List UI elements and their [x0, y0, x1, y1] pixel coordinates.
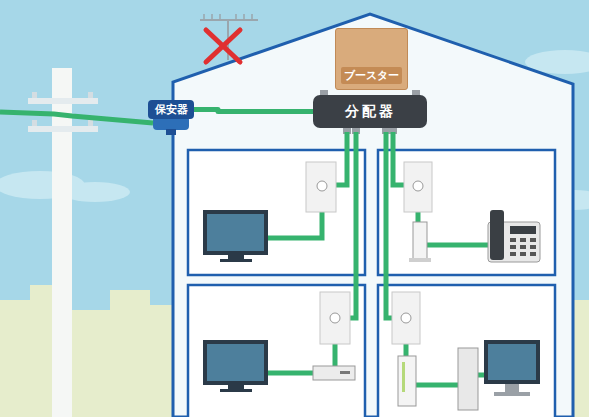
town-silhouette	[0, 285, 175, 417]
house-outline	[173, 14, 573, 417]
cable-line	[194, 110, 313, 112]
node-text: ブースター	[341, 67, 402, 84]
booster-box: ブースター	[335, 28, 408, 90]
cable-connector	[194, 110, 313, 112]
rooms	[188, 150, 555, 417]
node-text: 分配器	[345, 103, 396, 121]
utility-pole	[28, 68, 98, 417]
protector-label: 保安器	[148, 100, 194, 119]
service-cable	[0, 112, 153, 123]
splitter-box: 分配器	[313, 95, 427, 128]
computer	[458, 340, 540, 410]
tv-bottom	[203, 340, 268, 392]
tv-top	[203, 210, 268, 262]
node-text: 保安器	[155, 102, 188, 117]
town-silhouette	[573, 300, 589, 417]
modem-bottom	[398, 356, 416, 406]
room-wires	[268, 132, 490, 385]
wall-outlets	[306, 162, 432, 344]
telephone	[488, 210, 540, 262]
set-top-box	[313, 366, 355, 380]
antenna	[200, 14, 258, 62]
modem-top	[409, 222, 431, 262]
